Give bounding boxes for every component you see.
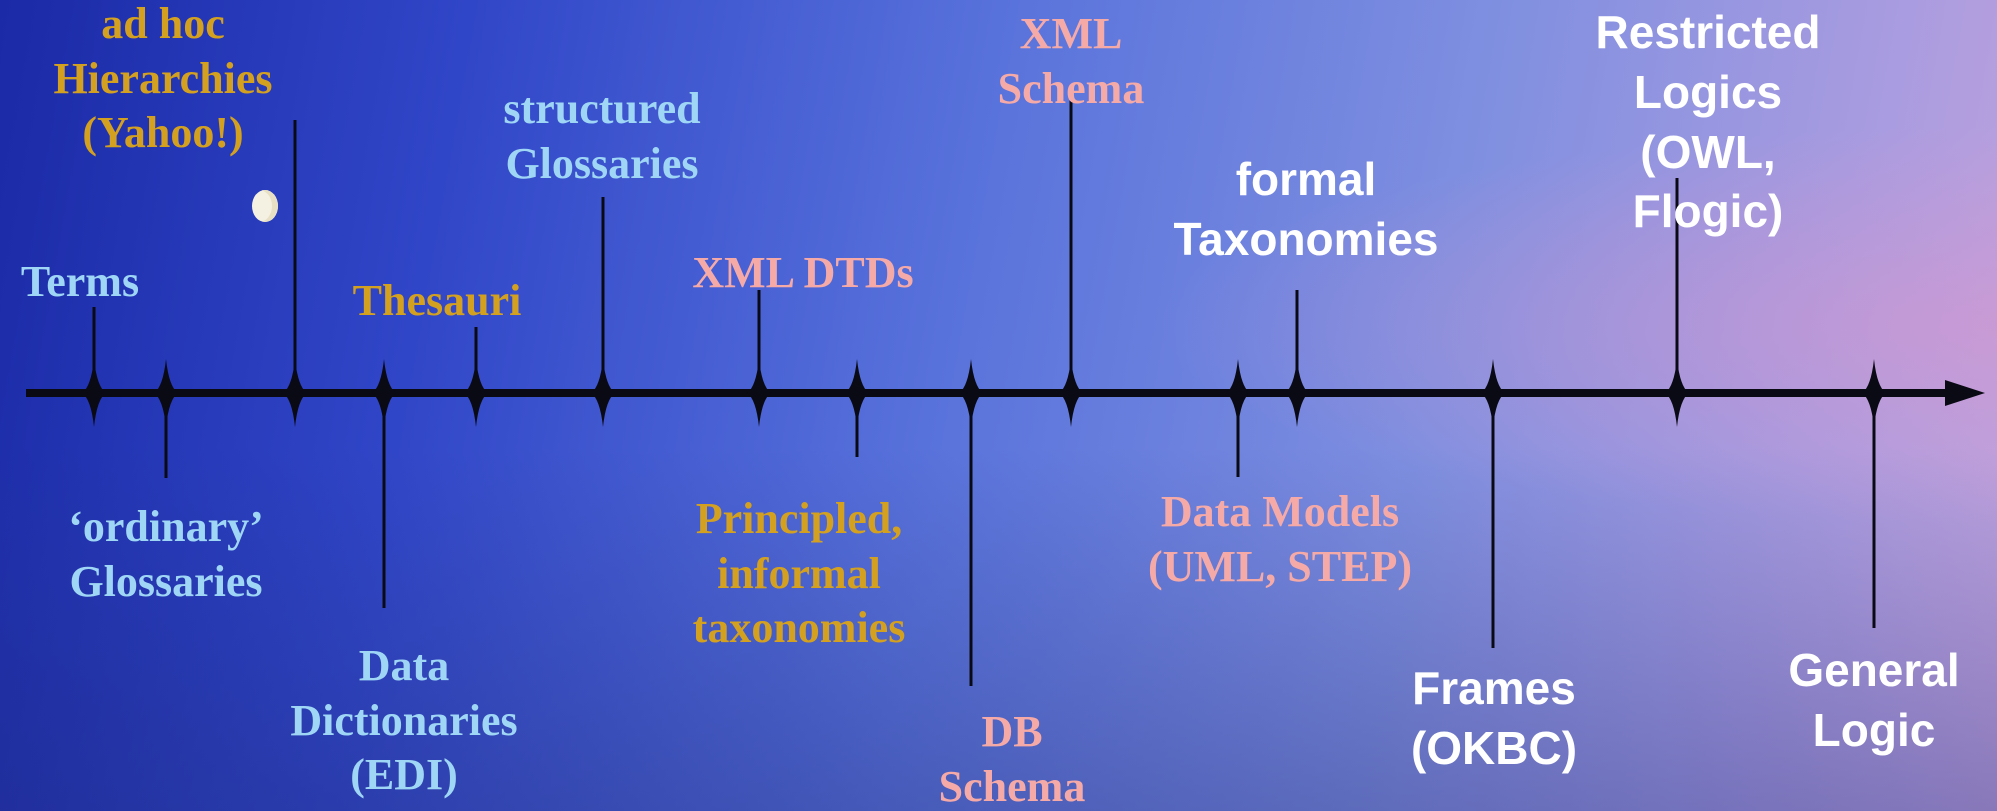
tick-mark — [372, 359, 396, 427]
tick-mark — [1862, 359, 1886, 427]
label-general-logic: General Logic — [1788, 644, 1960, 756]
label-frames: Frames (OKBC) — [1410, 662, 1578, 774]
tick-mark — [845, 359, 869, 427]
tick-mark — [1285, 359, 1309, 427]
axis-arrowhead — [1945, 380, 1985, 406]
label-data-models: Data Models (UML, STEP) — [1148, 487, 1412, 591]
tick-mark — [82, 359, 106, 427]
label-ad-hoc-hierarchies: ad hoc Hierarchies (Yahoo!) — [53, 0, 273, 158]
label-terms: Terms — [20, 257, 140, 306]
tick-mark — [1226, 359, 1250, 427]
tick-mark — [464, 359, 488, 427]
tick-mark — [591, 359, 615, 427]
label-principled-informal-taxonomies: Principled, informal taxonomies — [692, 494, 906, 653]
label-formal-taxonomies: formal Taxonomies — [1173, 153, 1439, 265]
label-structured-glossaries: structured Glossaries — [503, 84, 701, 188]
tick-mark — [1059, 359, 1083, 427]
tick-mark — [283, 359, 307, 427]
moon-image — [252, 190, 278, 222]
label-data-dictionaries: Data Dictionaries (EDI) — [290, 641, 518, 800]
label-xml-dtds: XML DTDs — [692, 248, 914, 297]
tick-mark — [747, 359, 771, 427]
label-xml-schema: XML Schema — [997, 9, 1145, 113]
timeline-ticks — [82, 98, 1886, 686]
label-restricted-logics: Restricted Logics (OWL, Flogic) — [1595, 6, 1821, 238]
tick-mark — [154, 359, 178, 427]
label-thesauri: Thesauri — [352, 276, 522, 325]
tick-mark — [959, 359, 983, 427]
tick-mark — [1481, 359, 1505, 427]
label-db-schema: DB Schema — [938, 707, 1086, 811]
label-ordinary-glossaries: ‘ordinary’ Glossaries — [68, 502, 264, 606]
tick-mark — [1665, 359, 1689, 427]
